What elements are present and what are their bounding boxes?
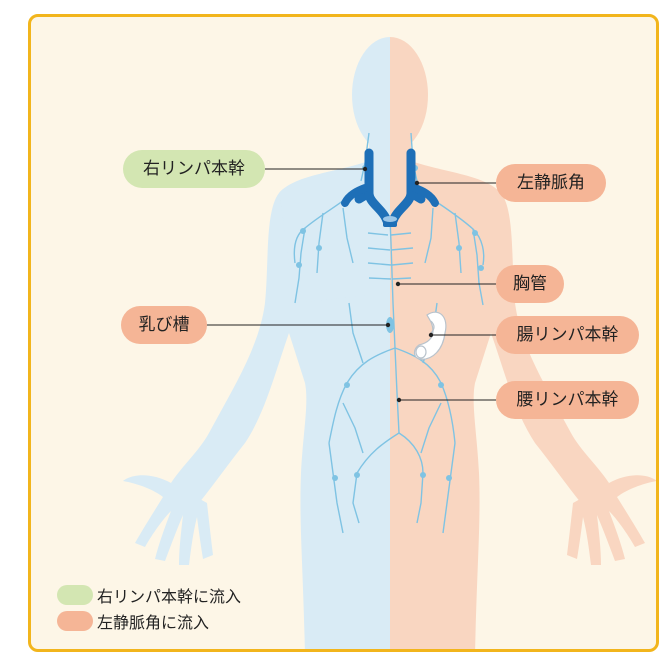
legend-label-green: 右リンパ本幹に流入 <box>97 583 241 607</box>
legend-swatch-salmon <box>57 611 93 631</box>
diagram-frame: 右リンパ本幹 左静脈角 胸管 乳び槽 腸リンパ本幹 腰リンパ本幹 右リンパ本幹に… <box>28 14 659 652</box>
label-right-lymphatic-trunk: 右リンパ本幹 <box>123 150 265 188</box>
label-lumbar-trunk: 腰リンパ本幹 <box>496 381 639 419</box>
legend-swatch-green <box>57 585 93 605</box>
legend-item-green: 右リンパ本幹に流入 <box>57 584 241 606</box>
label-thoracic-duct: 胸管 <box>496 265 564 303</box>
label-cisterna-chyli: 乳び槽 <box>121 306 207 344</box>
legend-label-salmon: 左静脈角に流入 <box>97 609 209 633</box>
legend-item-salmon: 左静脈角に流入 <box>57 610 209 632</box>
label-intestinal-trunk: 腸リンパ本幹 <box>496 316 639 354</box>
label-left-venous-angle: 左静脈角 <box>496 164 606 202</box>
